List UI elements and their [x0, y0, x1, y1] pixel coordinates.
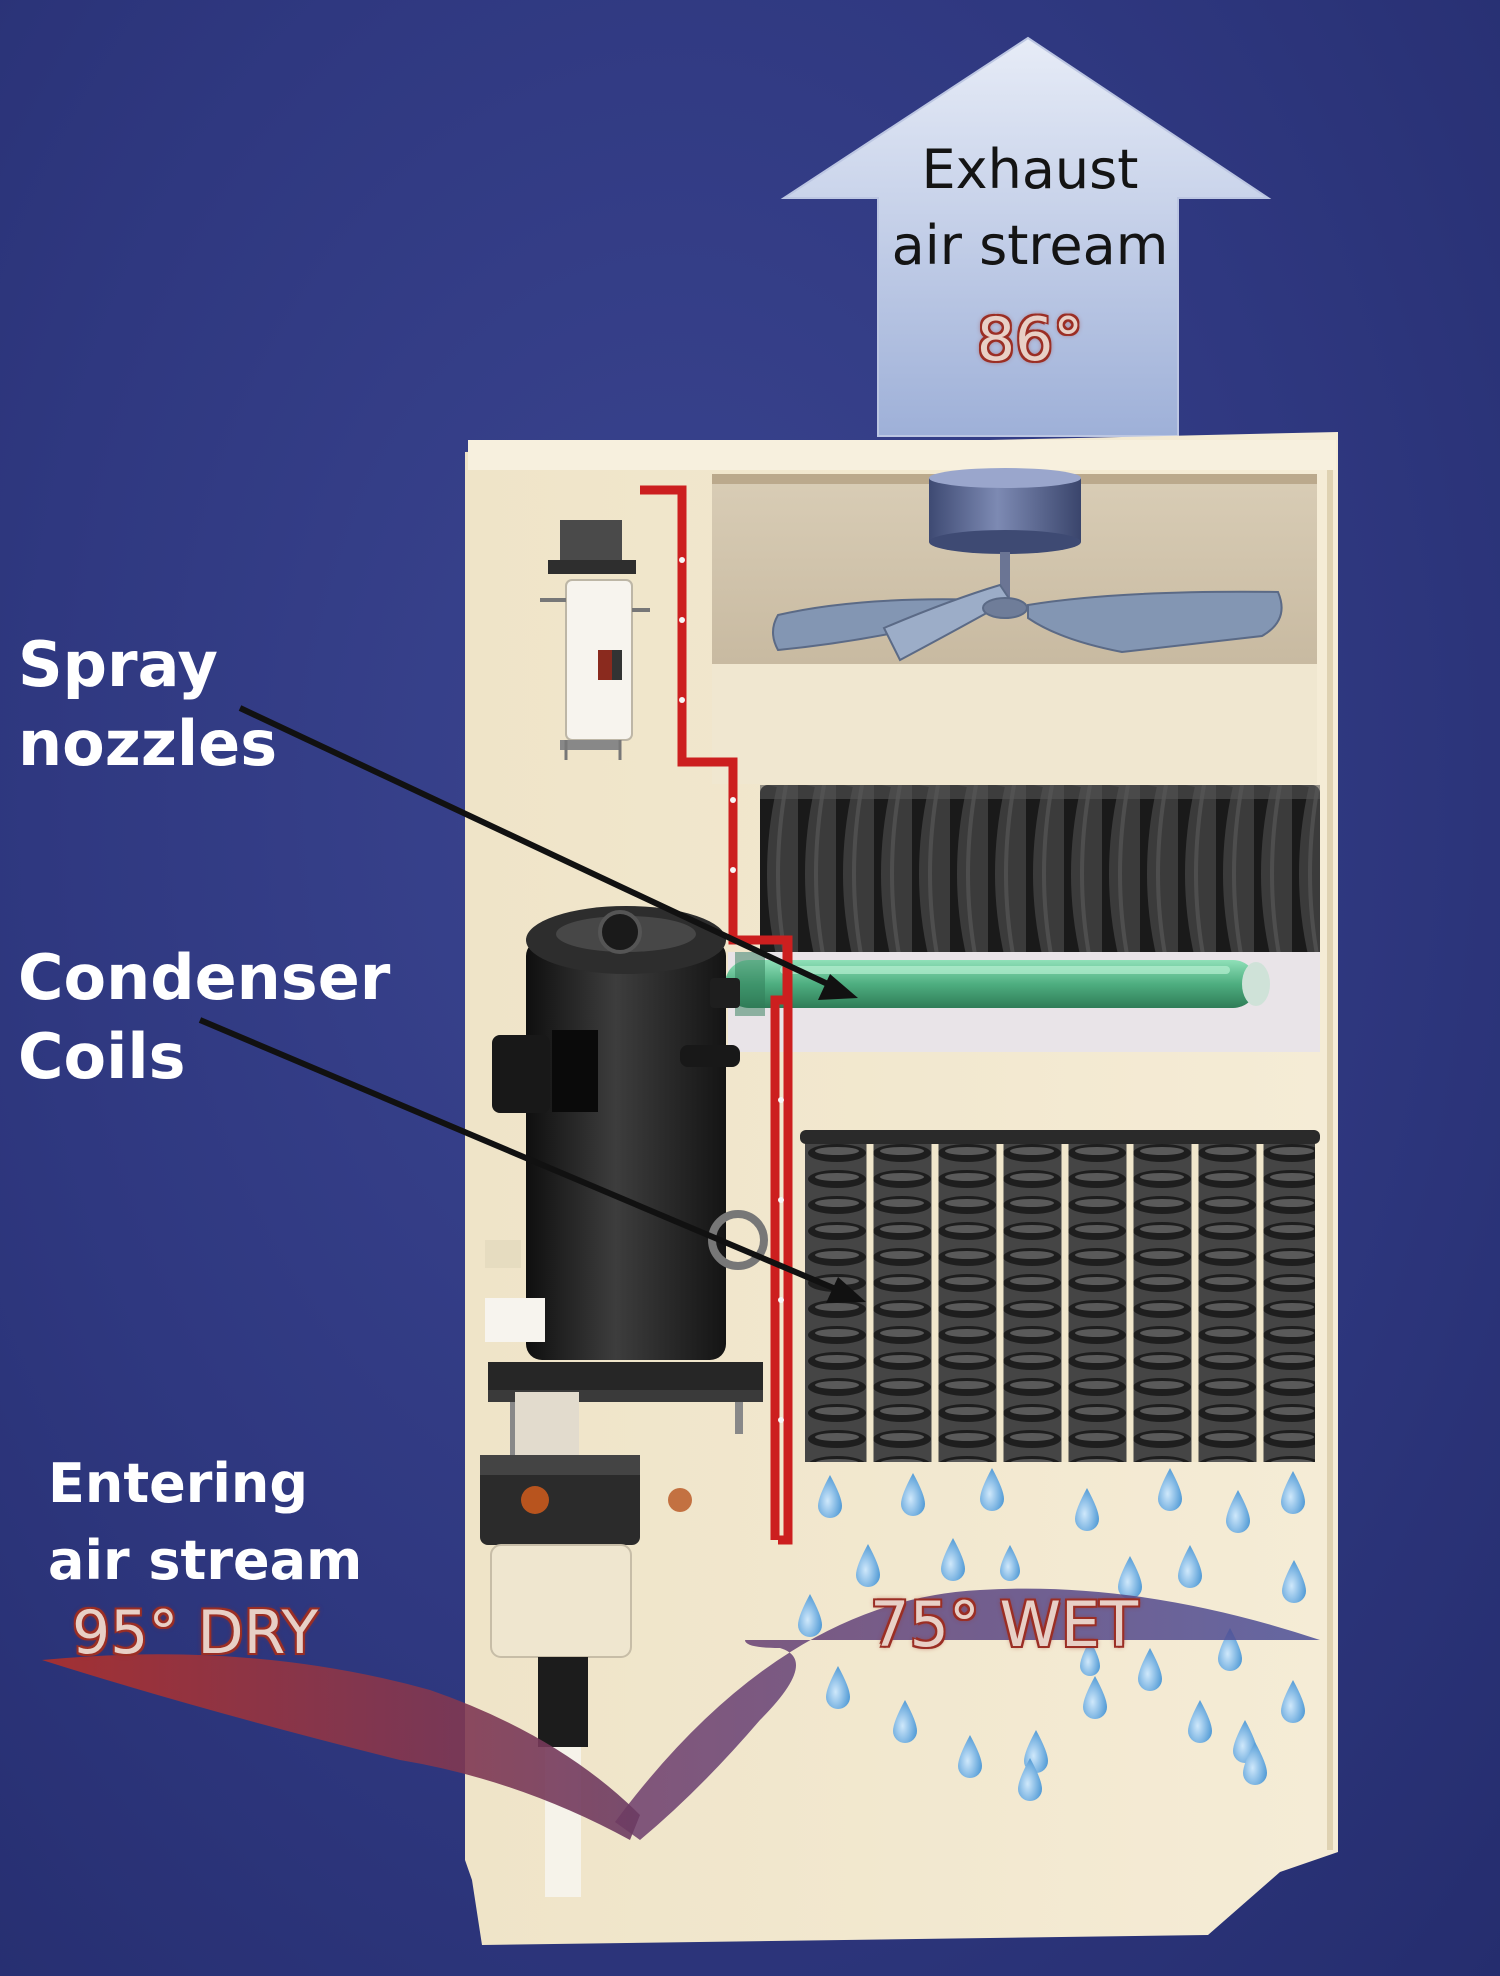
exhaust-air-label-line1: Exhaust — [850, 132, 1210, 208]
exhaust-air-label-line2: air stream — [850, 208, 1210, 284]
entering-air-label: Entering air stream — [48, 1446, 362, 1599]
compressor-icon — [488, 906, 763, 1462]
exhaust-temperature: 86° — [960, 305, 1100, 375]
evaporative-media — [760, 785, 1320, 960]
spray-nozzles-label-line2: nozzles — [18, 704, 277, 783]
condenser-coil-bank — [805, 1140, 1315, 1462]
condenser-coils-label-line1: Condenser — [18, 938, 390, 1017]
entering-air-label-line1: Entering — [48, 1446, 362, 1523]
cabinet-top — [468, 440, 1336, 470]
wet-temperature: 75° WET — [870, 1588, 1138, 1661]
entering-air-label-line2: air stream — [48, 1523, 362, 1600]
condenser-coils-label: Condenser Coils — [18, 938, 390, 1097]
entering-temperature: 95° DRY — [72, 1598, 318, 1668]
partition-band — [712, 664, 1317, 784]
spray-nozzles-label-line1: Spray — [18, 625, 277, 704]
spray-nozzles-label: Spray nozzles — [18, 625, 277, 784]
condenser-coils-label-line2: Coils — [18, 1017, 390, 1096]
exhaust-air-label: Exhaust air stream — [850, 132, 1210, 283]
